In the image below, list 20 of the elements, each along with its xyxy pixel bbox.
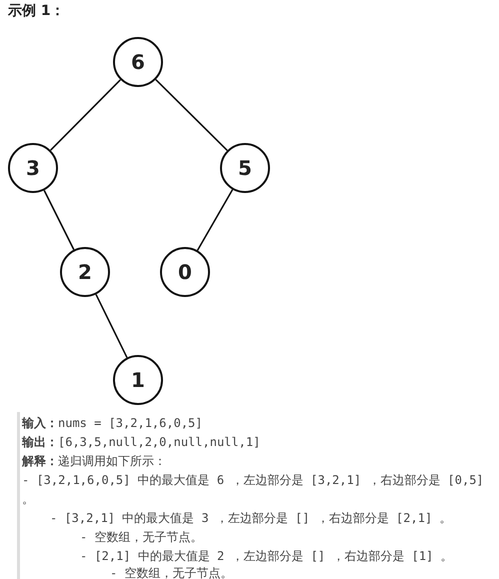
tree-node-circle: 5	[220, 143, 270, 193]
tree-node-circle: 0	[160, 247, 210, 297]
tree-node-circle: 1	[113, 355, 163, 405]
explanation-line: - [3,2,1] 中的最大值是 3 ，左边部分是 [] ，右边部分是 [2,1] 。	[50, 510, 452, 527]
explanation-line: - 空数组，无子节点。	[80, 529, 204, 546]
explanation-line: 解释：递归调用如下所示：	[22, 453, 167, 470]
tree-edge	[95, 294, 128, 358]
tree-edge	[155, 79, 228, 151]
tree-node-circle: 6	[113, 37, 163, 87]
explanation-line: - [3,2,1,6,0,5] 中的最大值是 6 ，左边部分是 [3,2,1] ，右边部分是 [0,5] 。	[22, 472, 485, 508]
explanation-line: 输出：[6,3,5,null,2,0,null,null,1]	[22, 434, 262, 451]
explanation-line: 输入：nums = [3,2,1,6,0,5]	[22, 415, 204, 432]
tree-edge	[43, 190, 75, 250]
tree-edge	[50, 79, 121, 151]
example-title: 示例 1：	[8, 2, 65, 20]
tree-node-circle: 3	[8, 143, 58, 193]
explanation-line: - 空数组，无子节点。	[110, 565, 234, 579]
tree-node-circle: 2	[60, 247, 110, 297]
tree-edge	[196, 189, 234, 251]
explanation-line: - [2,1] 中的最大值是 2 ，左边部分是 [] ，右边部分是 [1] 。	[80, 548, 454, 565]
